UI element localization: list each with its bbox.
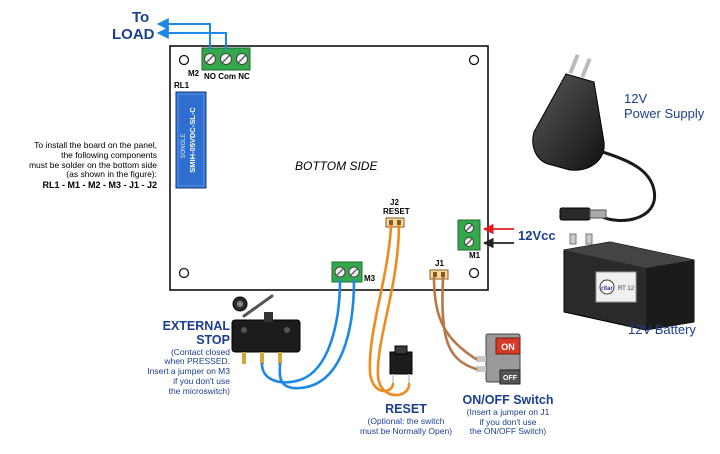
external-stop-note: when PRESSED. bbox=[164, 356, 230, 367]
relay-brand-text: SONGLE bbox=[181, 133, 187, 158]
install-note-components: RL1 - M1 - M2 - M3 - J1 - J2 bbox=[42, 180, 157, 191]
onoff-note: the ON/OFF Switch) bbox=[469, 426, 547, 437]
external-stop-title: STOP bbox=[196, 332, 230, 347]
j1-label: J1 bbox=[435, 259, 444, 268]
m2-label: M2 bbox=[188, 69, 200, 78]
board-outline bbox=[169, 45, 489, 291]
install-note-line: (as shown in the figure): bbox=[66, 169, 157, 180]
terminal-block-m3 bbox=[331, 261, 363, 283]
external-stop-title: EXTERNAL bbox=[162, 319, 230, 333]
reset-note: (Optional: the switch bbox=[367, 415, 445, 426]
external-stop-note: if you don't use bbox=[173, 375, 230, 386]
mounting-holes bbox=[178, 54, 480, 279]
board-side-label: BOTTOM SIDE bbox=[295, 159, 378, 173]
microswitch bbox=[231, 294, 301, 364]
battery-brand: ritar bbox=[601, 286, 613, 292]
onoff-title: ON/OFF Switch bbox=[462, 393, 554, 407]
install-note: To install the board on the panel, the f… bbox=[28, 140, 157, 191]
relay-part-text: SMIH-05VDC-SL-C bbox=[188, 107, 197, 173]
external-stop-note: Insert a jumper on M3 bbox=[147, 366, 230, 377]
power-supply-label: Power Supply bbox=[624, 106, 705, 121]
rl1-label: RL1 bbox=[174, 81, 190, 90]
reset-header-label: RESET bbox=[383, 207, 410, 216]
battery: ritar RT 12 bbox=[563, 233, 695, 331]
onoff-caption: ON/OFF Switch (Insert a jumper on J1 if … bbox=[448, 393, 568, 437]
onoff-note: (Insert a jumper on J1 bbox=[466, 406, 550, 417]
terminal-block-m1 bbox=[457, 219, 481, 251]
vcc-arrows bbox=[482, 223, 514, 249]
install-note-line: To install the board on the panel, bbox=[34, 140, 157, 150]
external-stop-caption: EXTERNAL STOP (Contact closed when PRESS… bbox=[147, 319, 230, 396]
load-label-to: To bbox=[132, 9, 150, 26]
onoff-note: if you don't use bbox=[479, 416, 537, 427]
vcc-label: 12Vcc bbox=[518, 228, 556, 243]
external-stop-note: the microswitch) bbox=[168, 385, 230, 396]
toggle-switch: ON OFF bbox=[476, 333, 521, 385]
onoff-wires bbox=[432, 276, 478, 371]
external-stop-note: (Contact closed bbox=[170, 346, 230, 357]
terminal-block-m2 bbox=[201, 47, 251, 71]
switch-on-text: ON bbox=[501, 342, 515, 352]
load-wires bbox=[156, 18, 227, 50]
stop-wires bbox=[260, 278, 356, 390]
reset-wires bbox=[368, 224, 411, 397]
header-j1 bbox=[429, 269, 449, 280]
j2-label: J2 bbox=[390, 198, 399, 207]
battery-model: RT 12 bbox=[618, 286, 635, 292]
header-j2 bbox=[385, 217, 405, 228]
reset-caption: RESET (Optional: the switch must be Norm… bbox=[356, 402, 456, 436]
battery-label: 12V Battery bbox=[628, 322, 696, 337]
switch-off-text: OFF bbox=[503, 375, 518, 382]
power-adapter bbox=[532, 53, 656, 222]
m3-label: M3 bbox=[364, 274, 376, 283]
relay-rl1: SMIH-05VDC-SL-C SONGLE bbox=[175, 91, 207, 189]
install-note-line: must be solder on the bottom side bbox=[28, 159, 157, 170]
load-label-load: LOAD bbox=[112, 26, 155, 43]
install-note-line: the following components bbox=[61, 149, 157, 160]
reset-note: must be Normally Open) bbox=[359, 425, 453, 436]
reset-title: RESET bbox=[385, 402, 427, 416]
m1-label: M1 bbox=[469, 251, 481, 260]
m2-terminal-labels: NO Com NC bbox=[204, 72, 250, 81]
power-supply-label-12v: 12V bbox=[624, 91, 648, 106]
reset-pushbutton bbox=[389, 345, 413, 384]
